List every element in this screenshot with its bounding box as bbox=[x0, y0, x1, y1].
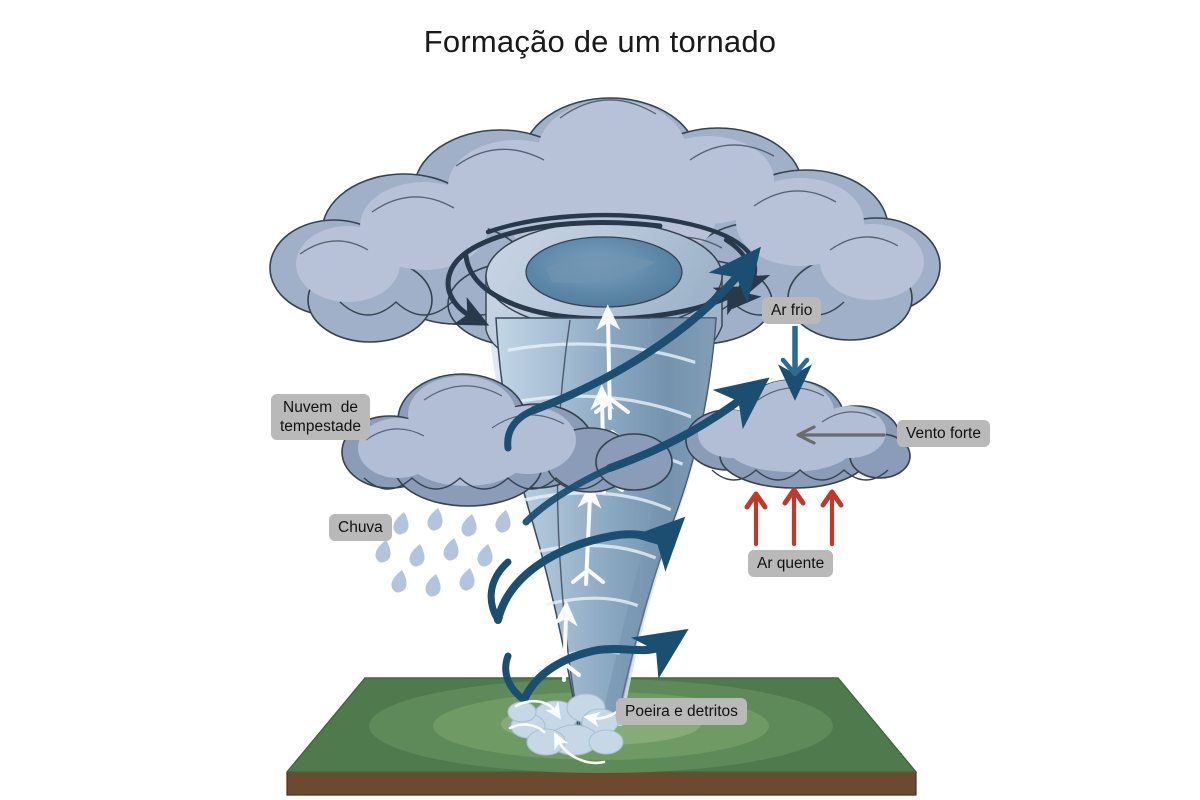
label-cold-air: Ar frio bbox=[762, 297, 822, 324]
strong-wind-arrow bbox=[796, 425, 886, 445]
label-warm-air: Ar quente bbox=[748, 550, 834, 577]
cold-air-arrow bbox=[777, 326, 813, 401]
label-rain: Chuva bbox=[329, 514, 392, 541]
spiral-arrows bbox=[487, 246, 770, 704]
rain bbox=[375, 508, 511, 597]
left-storm-cloud bbox=[341, 373, 673, 507]
label-strong-wind: Vento forte bbox=[897, 420, 990, 447]
debris-cloud bbox=[507, 693, 630, 765]
label-dust-debris: Poeira e detritos bbox=[616, 698, 747, 725]
warm-air-arrows bbox=[744, 487, 844, 547]
label-storm-cloud: Nuvem de tempestade bbox=[271, 394, 370, 440]
page-title: Formação de um tornado bbox=[423, 24, 777, 59]
